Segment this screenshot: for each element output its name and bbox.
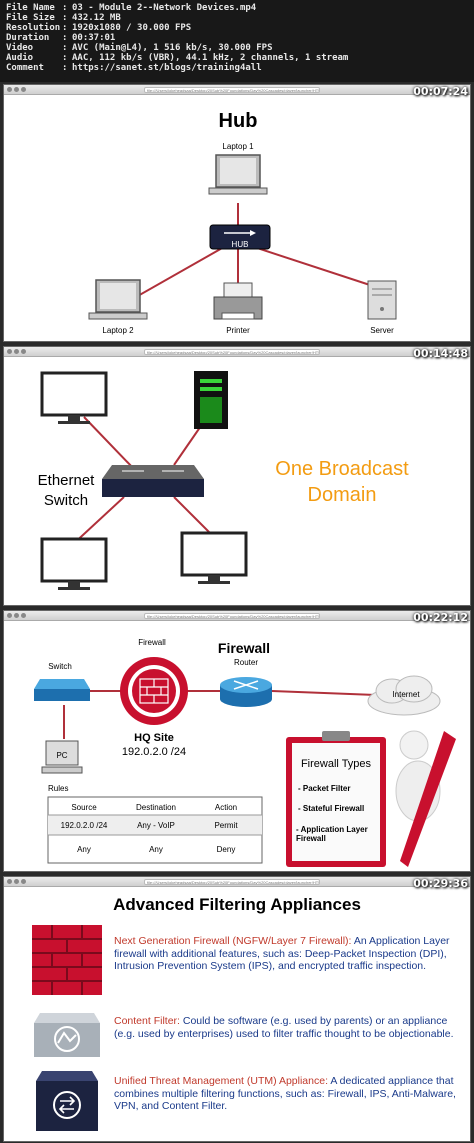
window-controls[interactable] bbox=[7, 613, 26, 618]
rules-cell: 192.0.2.0 /24 bbox=[61, 821, 108, 830]
rules-table: Source Destination Action 192.0.2.0 /24 … bbox=[47, 796, 263, 864]
timestamp: 00:29:36 bbox=[413, 877, 468, 890]
printer-icon bbox=[213, 282, 263, 320]
laptop2-label: Laptop 2 bbox=[102, 326, 134, 335]
address-bar[interactable]: file:///Users/jokeheadsaa/Desktop/20Sub%… bbox=[144, 613, 320, 619]
broadcast-domain-label: One Broadcast bbox=[275, 458, 409, 480]
info-row: Duration:00:37:01 bbox=[6, 33, 116, 43]
type-item: - Packet Filter bbox=[298, 784, 350, 793]
rules-header: Destination bbox=[136, 803, 176, 812]
pc-icon bbox=[41, 740, 83, 774]
slide-title: Firewall bbox=[218, 640, 270, 656]
browser-toolbar: file:///Users/jokeheadsaa/Desktop/20Sub%… bbox=[4, 877, 470, 887]
address-bar[interactable]: file:///Users/jokeheadsaa/Desktop/20Sub%… bbox=[144, 879, 320, 885]
browser-toolbar: file:///Users/jokeheadsaa/Desktop/20Sub%… bbox=[4, 85, 470, 95]
monitor-icon bbox=[40, 371, 108, 424]
utm-item: Unified Threat Management (UTM) Applianc… bbox=[4, 1071, 470, 1135]
switch-label: Switch bbox=[48, 662, 72, 671]
firewall-diagram: Firewall Firewall Switch bbox=[34, 638, 456, 867]
brick-wall-icon bbox=[32, 925, 102, 995]
person-with-pen-icon bbox=[395, 730, 456, 867]
utm-description: Unified Threat Management (UTM) Applianc… bbox=[114, 1075, 456, 1112]
timestamp: 00:14:48 bbox=[413, 347, 468, 360]
info-row: Audio:AAC, 112 kb/s (VBR), 44.1 kHz, 2 c… bbox=[6, 53, 349, 63]
rules-cell: Any bbox=[149, 845, 163, 854]
rules-title: Rules bbox=[48, 784, 68, 793]
switch-icon bbox=[34, 679, 90, 701]
switch-diagram: Ethernet Switch One Broadcast Domain bbox=[38, 371, 409, 590]
content-filter-item: Content Filter: Could be software (e.g. … bbox=[4, 1009, 470, 1065]
address-bar[interactable]: file:///Users/jokeheadsaa/Desktop/20Sub%… bbox=[144, 349, 320, 355]
subnet-label: 192.0.2.0 /24 bbox=[122, 746, 186, 758]
firewall-icon bbox=[120, 657, 188, 725]
pc-label: PC bbox=[56, 751, 67, 760]
laptop1-label: Laptop 1 bbox=[222, 142, 254, 151]
types-title: Firewall Types bbox=[301, 758, 372, 770]
site-label: HQ Site bbox=[134, 732, 174, 744]
type-item-wrap: - Application Layer Firewall bbox=[296, 825, 368, 843]
switch-label: Switch bbox=[44, 492, 88, 509]
video-frame-hub: file:///Users/jokeheadsaa/Desktop/20Sub%… bbox=[3, 84, 471, 342]
broadcast-domain-label: Domain bbox=[308, 484, 377, 506]
switch-icon bbox=[102, 465, 204, 497]
rules-cell: Any bbox=[77, 845, 91, 854]
utm-appliance-icon bbox=[36, 1071, 98, 1131]
rules-header: Action bbox=[215, 803, 237, 812]
info-row: Video:AVC (Main@L4), 1 516 kb/s, 30.000 … bbox=[6, 43, 273, 53]
slide-title: Hub bbox=[219, 110, 258, 132]
window-controls[interactable] bbox=[7, 879, 26, 884]
timestamp: 00:07:24 bbox=[413, 85, 468, 98]
laptop-icon bbox=[208, 154, 268, 195]
laptop-icon bbox=[88, 279, 148, 320]
video-frame-switch: file:///Users/jokeheadsaa/Desktop/20Sub%… bbox=[3, 346, 471, 606]
printer-label: Printer bbox=[226, 326, 250, 335]
rules-cell: Any - VoIP bbox=[137, 821, 175, 830]
info-row: Comment:https://sanet.st/blogs/training4… bbox=[6, 63, 262, 73]
server-tower-icon bbox=[194, 371, 228, 429]
hub-diagram: Hub Laptop 1 HUB Laptop 2 bbox=[88, 110, 397, 335]
timestamp: 00:22:12 bbox=[413, 611, 468, 624]
browser-toolbar: file:///Users/jokeheadsaa/Desktop/20Sub%… bbox=[4, 611, 470, 621]
info-row: File Name:03 - Module 2--Network Devices… bbox=[6, 3, 257, 13]
server-label: Server bbox=[370, 326, 394, 335]
firewall-label: Firewall bbox=[138, 638, 166, 647]
ngfw-item: Next Generation Firewall (NGFW/Layer 7 F… bbox=[4, 925, 470, 1005]
clipboard-icon bbox=[286, 731, 386, 867]
window-controls[interactable] bbox=[7, 349, 26, 354]
content-filter-icon bbox=[34, 1013, 100, 1057]
window-controls[interactable] bbox=[7, 87, 26, 92]
rules-header: Source bbox=[71, 803, 97, 812]
video-frame-advanced-filtering: file:///Users/jokeheadsaa/Desktop/20Sub%… bbox=[3, 876, 471, 1142]
media-info-panel: File Name:03 - Module 2--Network Devices… bbox=[0, 0, 474, 82]
hub-label: HUB bbox=[232, 240, 249, 249]
ngfw-description: Next Generation Firewall (NGFW/Layer 7 F… bbox=[114, 935, 450, 972]
video-frame-firewall: file:///Users/jokeheadsaa/Desktop/20Sub%… bbox=[3, 610, 471, 872]
rules-cell: Permit bbox=[214, 821, 238, 830]
cloud-icon bbox=[367, 675, 441, 716]
internet-label: Internet bbox=[392, 690, 420, 699]
router-icon bbox=[220, 677, 272, 707]
info-row: Resolution:1920x1080 / 30.000 FPS bbox=[6, 23, 192, 33]
type-item: - Stateful Firewall bbox=[298, 804, 364, 813]
slide-title: Advanced Filtering Appliances bbox=[113, 895, 361, 914]
hub-icon: HUB bbox=[209, 224, 271, 250]
monitor-icon bbox=[180, 531, 248, 584]
monitor-icon bbox=[40, 537, 108, 590]
browser-toolbar: file:///Users/jokeheadsaa/Desktop/20Sub%… bbox=[4, 347, 470, 357]
address-bar[interactable]: file:///Users/jokeheadsaa/Desktop/20Sub%… bbox=[144, 87, 320, 93]
firewall-links bbox=[63, 690, 377, 739]
rules-cell: Deny bbox=[217, 845, 236, 854]
type-item: - Application Layer Firewall bbox=[296, 825, 368, 843]
content-filter-description: Content Filter: Could be software (e.g. … bbox=[114, 1015, 454, 1040]
router-label: Router bbox=[234, 658, 258, 667]
info-row: File Size:432.12 MB bbox=[6, 13, 121, 23]
switch-label: Ethernet bbox=[38, 472, 96, 489]
server-icon bbox=[367, 280, 397, 320]
